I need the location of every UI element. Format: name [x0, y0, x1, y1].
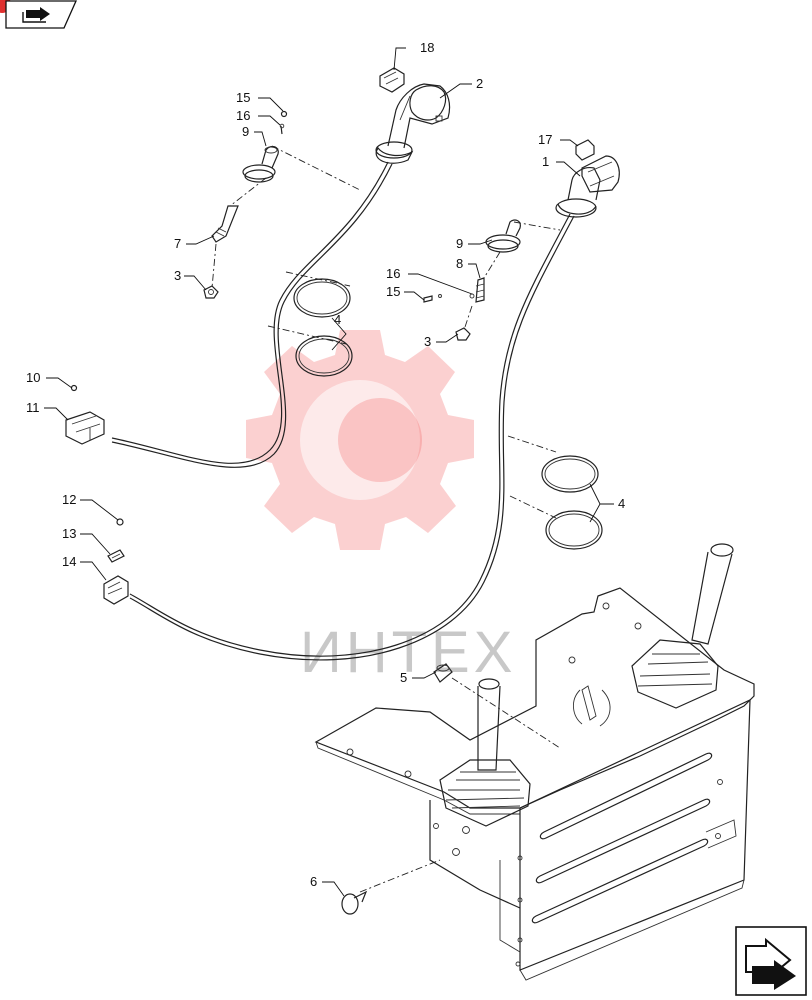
boot-9-right [485, 219, 521, 253]
back-arrow-icon [22, 7, 50, 23]
seal-ring-4c [541, 455, 599, 493]
callout-14: 14 [62, 554, 76, 569]
left-harness-cable [111, 161, 389, 464]
callout-3-right: 3 [424, 334, 431, 349]
front-joystick-on-frame [439, 678, 531, 827]
seal-13 [107, 549, 125, 563]
screw-15-16-left [279, 110, 288, 135]
boot-9-left [242, 145, 279, 183]
rear-joystick-on-frame [631, 543, 734, 709]
left-joystick-grip [375, 83, 451, 164]
pin-10 [70, 384, 78, 392]
callout-4-lower: 4 [618, 496, 625, 511]
mounting-frame [314, 587, 755, 981]
watermark-logo: ИНТЕХ [246, 330, 516, 685]
shaft-7 [211, 205, 239, 243]
connector-11 [65, 411, 105, 445]
callout-15-mid: 15 [386, 284, 400, 299]
callout-17: 17 [538, 132, 552, 147]
callout-6: 6 [310, 874, 317, 889]
connector-18 [379, 67, 405, 93]
clip-6 [341, 890, 368, 915]
nut-3-right [455, 327, 471, 341]
plug-12 [116, 518, 124, 526]
callout-7: 7 [174, 236, 181, 251]
seal-ring-4d [545, 510, 603, 550]
callout-16-top: 16 [236, 108, 250, 123]
callout-9-left: 9 [242, 124, 249, 139]
assembly-lines [211, 145, 561, 893]
top-nav-tab[interactable] [0, 0, 78, 29]
callout-16-mid: 16 [386, 266, 400, 281]
callout-5: 5 [400, 670, 407, 685]
seal-ring-4a [293, 278, 351, 318]
leader-lines [44, 47, 614, 897]
right-joystick-grip [555, 155, 620, 218]
callout-12: 12 [62, 492, 76, 507]
callouts: 1 2 3 3 4 4 5 6 7 8 9 9 10 11 12 13 14 1… [26, 40, 625, 889]
callout-2: 2 [476, 76, 483, 91]
left-harness-cable-inner [111, 163, 393, 468]
callout-13: 13 [62, 526, 76, 541]
callout-18: 18 [420, 40, 434, 55]
connector-14 [103, 575, 129, 605]
right-harness-cable-inner [129, 215, 575, 661]
watermark-text: ИНТЕХ [300, 620, 516, 685]
nut-3-left [203, 285, 219, 299]
shaft-8 [469, 277, 485, 303]
screw-15-right [423, 294, 442, 303]
callout-4-upper: 4 [334, 312, 341, 327]
callout-1: 1 [542, 154, 549, 169]
callout-9-right: 9 [456, 236, 463, 251]
callout-8: 8 [456, 256, 463, 271]
pin-5 [433, 663, 453, 683]
callout-10: 10 [26, 370, 40, 385]
seal-ring-4b [295, 335, 353, 377]
connector-17 [575, 139, 595, 161]
forward-arrow-icon [745, 937, 796, 990]
callout-11: 11 [26, 400, 40, 415]
bottom-nav-button[interactable] [735, 926, 807, 996]
right-harness-cable [129, 213, 571, 657]
callout-3-left: 3 [174, 268, 181, 283]
callout-15-top: 15 [236, 90, 250, 105]
